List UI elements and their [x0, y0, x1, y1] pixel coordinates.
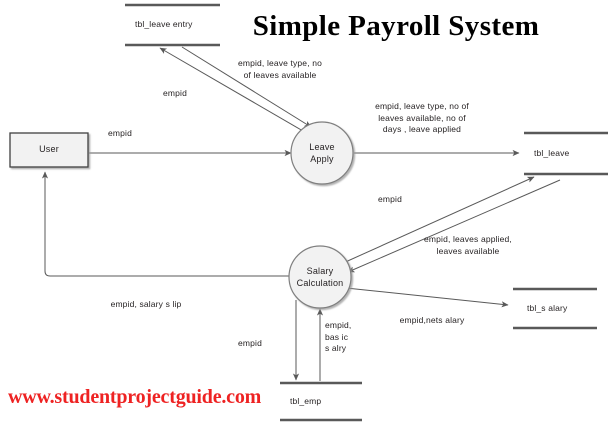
data-store-tbl-emp-label: tbl_emp	[290, 396, 322, 406]
process-leave-apply-shape[interactable]	[290, 121, 354, 185]
process-leave-apply-label: Leave Apply	[309, 142, 335, 164]
flow-arrow-tbl-leave-entry-to-leave-apply	[181, 46, 312, 128]
flow-arrow-tbl-leave-to-salary-calculation	[347, 179, 561, 273]
entity-user-shape[interactable]	[9, 132, 89, 168]
flow-arrow-leave-apply-to-tbl-leave-entry	[159, 47, 304, 132]
flow-label-leave-apply-to-tbl-leave-entry: empid	[163, 88, 187, 98]
data-store-tbl-leave-entry-shape	[125, 3, 220, 47]
flow-arrow-salary-calculation-to-tbl-leave	[340, 176, 535, 265]
flow-arrow-salary-calculation-to-user	[41, 171, 290, 277]
process-salary-calculation-shape[interactable]	[288, 245, 352, 309]
flow-label-tbl-leave-to-salary-calculation: empid, leaves applied, leaves available	[424, 234, 512, 256]
data-store-tbl-leave-label: tbl_leave	[534, 148, 570, 158]
data-store-tbl-salary-label: tbl_s alary	[527, 303, 568, 313]
flow-label-user-to-leave-apply: empid	[108, 128, 132, 138]
flow-label-tbl-leave-entry-to-leave-apply: empid, leave type, no of leaves availabl…	[238, 58, 322, 80]
flow-label-tbl-emp-to-salary-calculation: empid, bas ic s alry	[325, 320, 352, 353]
flow-label-salary-calculation-to-tbl-salary: empid,nets alary	[399, 315, 465, 325]
process-salary-calculation-label: Salary Calculation	[296, 266, 344, 288]
flow-label-salary-calculation-to-tbl-leave: empid	[378, 194, 402, 204]
data-store-tbl-leave-entry-label: tbl_leave entry	[135, 19, 193, 29]
flow-label-salary-calculation-to-user: empid, salary s lip	[110, 299, 182, 309]
flow-label-salary-calculation-to-tbl-emp: empid	[238, 338, 262, 348]
data-store-tbl-leave-shape	[524, 131, 608, 176]
entity-user-label: User	[39, 144, 59, 154]
data-store-tbl-salary-shape	[513, 287, 597, 330]
flow-label-leave-apply-to-tbl-leave: empid, leave type, no of leaves availabl…	[375, 101, 469, 134]
watermark-link: www.studentprojectguide.com	[8, 386, 262, 408]
data-store-tbl-emp-shape	[280, 381, 362, 422]
page-title: Simple Payroll System	[252, 10, 540, 42]
flow-arrow-salary-calculation-to-tbl-salary	[345, 287, 509, 308]
